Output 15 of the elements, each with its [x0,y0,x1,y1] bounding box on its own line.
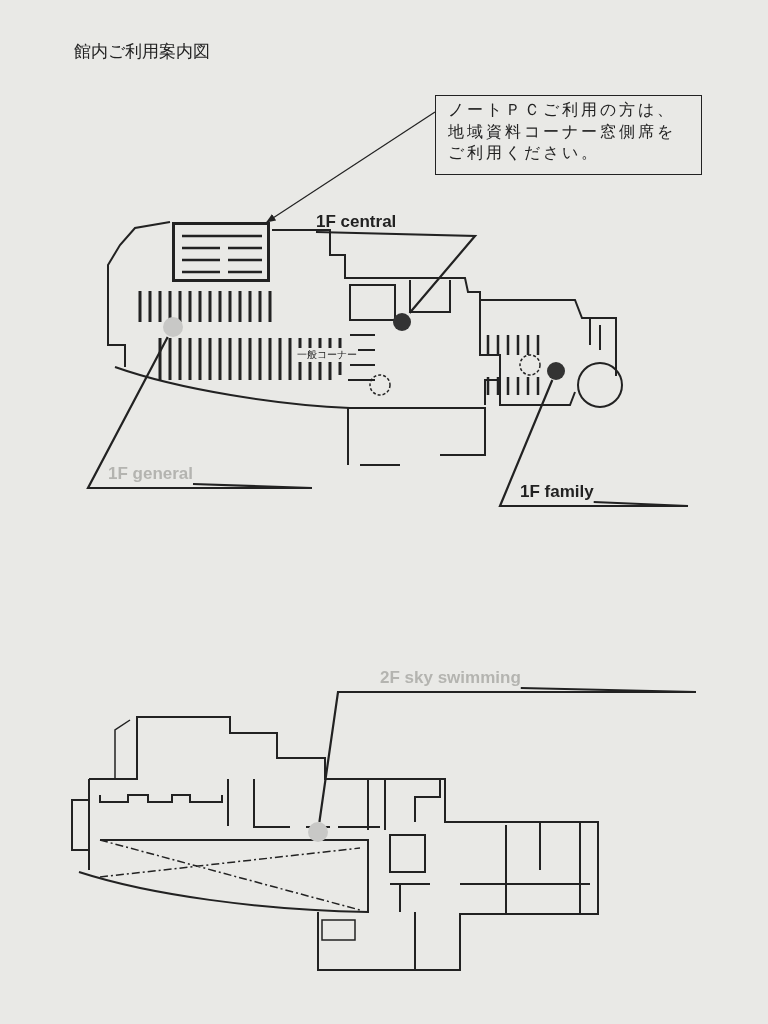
leader-line [86,336,314,490]
location-dot [393,313,411,331]
floor-label: 1F central [316,212,397,232]
title: 館内ご利用案内図 [74,40,210,63]
callout-box: ノートＰＣご利用の方は、地域資料コーナー窓側席をご利用ください。 [435,95,702,175]
area-label: 一般コーナー [296,348,358,362]
floor-label: 1F family [520,482,594,502]
location-dot [308,822,328,842]
leader-line [318,686,698,823]
seating-area [172,222,270,282]
arrow [266,111,436,223]
location-dot [163,317,183,337]
leader-line [315,230,478,314]
location-dot [547,362,565,380]
leader-line [498,379,690,508]
